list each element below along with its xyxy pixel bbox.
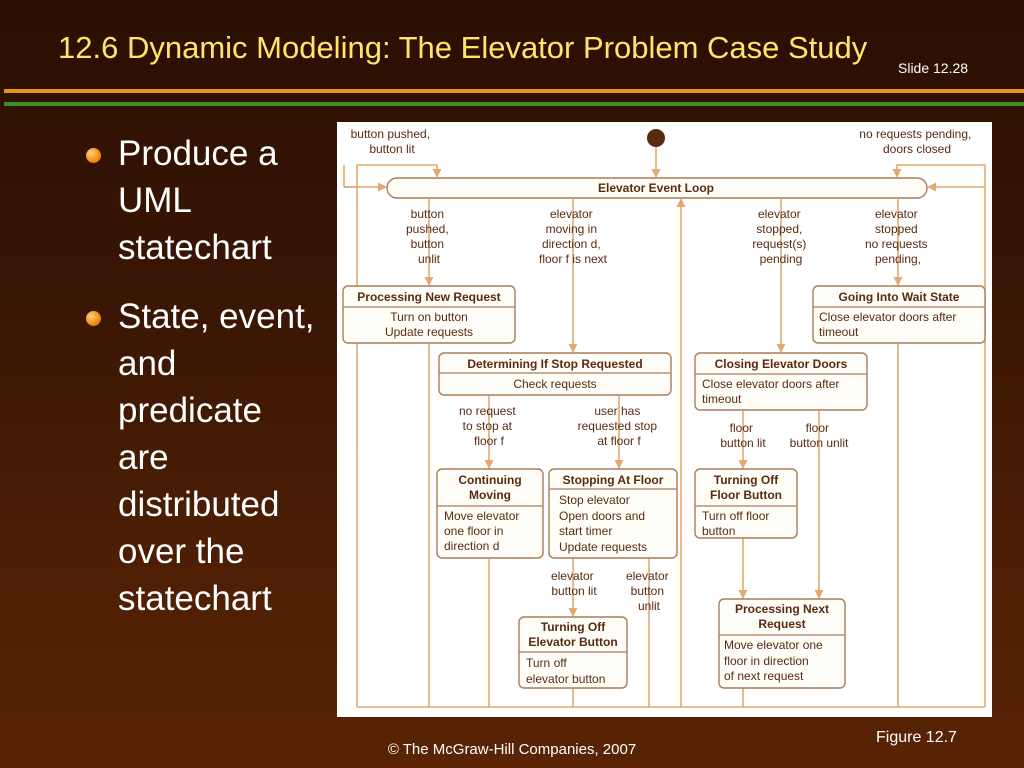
svg-text:Stop elevator: Stop elevator (559, 493, 630, 507)
edge-label-user-requested: user has requested stop at floor f (578, 404, 661, 448)
bullet-item: State, event, and predicate are distribu… (86, 293, 316, 622)
transition-lines (343, 164, 986, 708)
svg-text:Request: Request (758, 617, 805, 631)
svg-text:Continuing: Continuing (458, 473, 521, 487)
bullet-text: State, event, and predicate are distribu… (118, 297, 315, 618)
svg-text:Update requests: Update requests (385, 325, 473, 339)
edge-label-no-request: no request to stop at floor f (459, 404, 519, 448)
svg-text:Move elevator one: Move elevator one (724, 638, 823, 652)
state-processing-next-request: Processing Next Request Move elevator on… (718, 598, 846, 689)
svg-text:timeout: timeout (702, 392, 742, 406)
figure-caption: Figure 12.7 (876, 729, 957, 746)
bullet-icon (86, 311, 101, 326)
edge-label-button-unlit: button pushed, button unlit (406, 207, 452, 266)
edge-label-floor-button-unlit: floor button unlit (790, 421, 849, 450)
title-divider-orange (4, 89, 1024, 93)
svg-text:Turn on button: Turn on button (390, 310, 468, 324)
svg-text:Floor Button: Floor Button (710, 488, 782, 502)
svg-text:Update requests: Update requests (559, 540, 647, 554)
edge-label-elevator-button-lit: elevator button lit (551, 569, 597, 598)
svg-text:Close elevator doors after: Close elevator doors after (702, 377, 839, 391)
svg-text:one floor in: one floor in (444, 524, 503, 538)
svg-text:timeout: timeout (819, 325, 859, 339)
svg-text:Processing New Request: Processing New Request (357, 290, 500, 304)
statechart-svg: Elevator Event Loop (342, 127, 986, 708)
svg-text:Turn off floor: Turn off floor (702, 509, 769, 523)
svg-text:Check requests: Check requests (513, 377, 596, 391)
svg-text:Open doors and: Open doors and (559, 509, 645, 523)
state-closing-doors: Closing Elevator Doors Close elevator do… (694, 352, 868, 411)
bullet-item: Produce a UML statechart (86, 130, 316, 271)
svg-text:Closing Elevator Doors: Closing Elevator Doors (715, 357, 848, 371)
svg-text:Processing Next: Processing Next (735, 602, 829, 616)
state-determining-stop: Determining If Stop Requested Check requ… (438, 352, 672, 396)
edge-label-elevator-button-unlit: elevator button unlit (626, 569, 672, 613)
svg-text:Turning Off: Turning Off (714, 473, 779, 487)
svg-text:Turning Off: Turning Off (541, 620, 606, 634)
state-turning-off-floor-button: Turning Off Floor Button Turn off floor … (694, 468, 798, 539)
bullet-list: Produce a UML statechart State, event, a… (86, 130, 316, 644)
state-turning-off-elevator-button: Turning Off Elevator Button Turn off ele… (518, 616, 628, 689)
slide-title: 12.6 Dynamic Modeling: The Elevator Prob… (58, 30, 868, 65)
edge-label-stopped-none: elevator stopped no requests pending, (865, 207, 931, 266)
edge-label-button-pushed-lit: button pushed, button lit (351, 127, 434, 156)
state-processing-new-request: Processing New Request Turn on button Up… (342, 285, 516, 344)
event-loop-label: Elevator Event Loop (598, 181, 714, 195)
edge-label-elevator-moving: elevator moving in direction d, floor f … (539, 207, 608, 266)
svg-text:Going Into Wait State: Going Into Wait State (839, 290, 960, 304)
svg-text:of next request: of next request (724, 669, 804, 683)
svg-text:floor in direction: floor in direction (724, 654, 809, 668)
initial-state-dot (647, 129, 665, 147)
svg-text:direction d: direction d (444, 539, 499, 553)
svg-text:start timer: start timer (559, 524, 612, 538)
svg-text:Determining If Stop Requested: Determining If Stop Requested (467, 357, 642, 371)
svg-text:Turn off: Turn off (526, 656, 567, 670)
state-stopping-at-floor: Stopping At Floor Stop elevator Open doo… (548, 468, 678, 559)
svg-text:button: button (702, 524, 735, 538)
svg-text:Elevator Button: Elevator Button (528, 635, 617, 649)
state-going-into-wait: Going Into Wait State Close elevator doo… (812, 285, 986, 344)
svg-text:Moving: Moving (469, 488, 511, 502)
bullet-icon (86, 148, 101, 163)
edge-label-floor-button-lit: floor button lit (720, 421, 766, 450)
state-continuing-moving: Continuing Moving Move elevator one floo… (436, 468, 544, 559)
svg-text:Stopping At Floor: Stopping At Floor (563, 473, 664, 487)
copyright-footer: © The McGraw-Hill Companies, 2007 (387, 741, 637, 758)
transition-labels: button pushed, button lit no requests pe… (351, 127, 974, 613)
svg-text:elevator button: elevator button (526, 672, 605, 686)
statechart-figure: Elevator Event Loop (337, 122, 992, 717)
title-divider-green (4, 102, 1024, 106)
bullet-text: Produce a UML statechart (118, 134, 278, 267)
slide-number: Slide 12.28 (898, 60, 969, 76)
edge-label-no-requests-pending: no requests pending, doors closed (859, 127, 974, 156)
svg-text:Move elevator: Move elevator (444, 509, 519, 523)
svg-text:Close elevator doors after: Close elevator doors after (819, 310, 956, 324)
edge-label-stopped-pending: elevator stopped, request(s) pending (752, 207, 809, 266)
